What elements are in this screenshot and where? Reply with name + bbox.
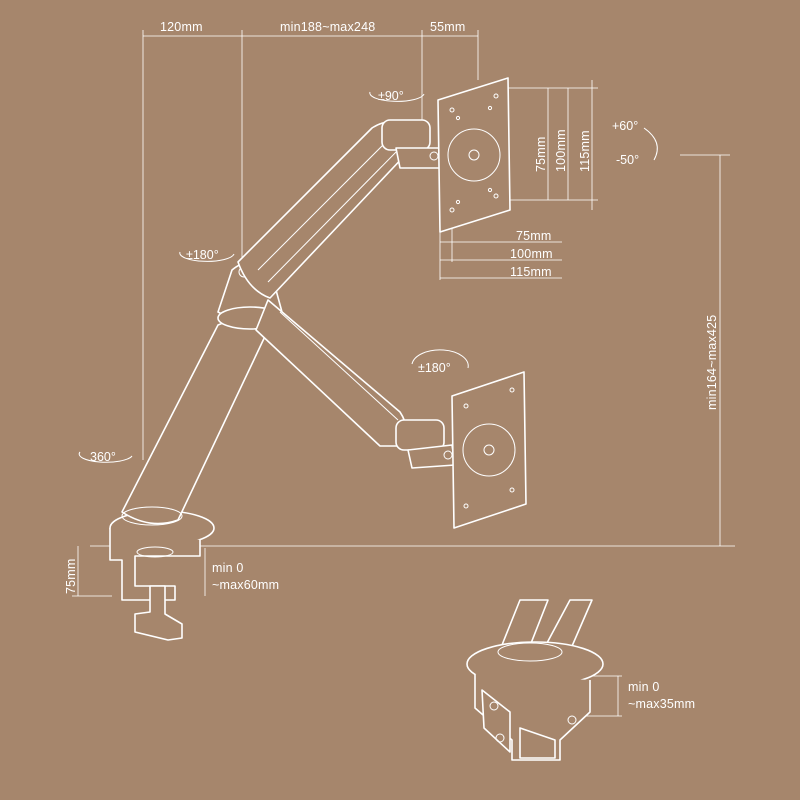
dim-top-middle: min188~max248: [280, 20, 375, 34]
rot-elbow: ±180°: [186, 248, 219, 262]
rot-head-swivel: ±90°: [378, 89, 404, 103]
rotation-arrows: [78, 91, 658, 463]
dim-vesa-h-115: 115mm: [510, 265, 552, 279]
dim-vesa-h-100: 100mm: [510, 247, 553, 261]
dim-top-left: 120mm: [160, 20, 203, 34]
rot-tilt-up: +60°: [612, 119, 638, 133]
dim-top-right: 55mm: [430, 20, 466, 34]
dim-vesa-v-115: 115mm: [578, 130, 592, 172]
dim-vesa-h-75: 75mm: [516, 229, 552, 243]
dim-clamp-range-max: ~max60mm: [212, 578, 279, 592]
dim-grommet-range-min: min 0: [628, 680, 660, 694]
lower-pole: [121, 320, 269, 525]
dim-height: min164~max425: [705, 315, 719, 410]
dim-vesa-v-100: 100mm: [554, 129, 568, 172]
upper-forearm: [237, 121, 409, 299]
dim-clamp-height: 75mm: [64, 558, 78, 594]
dimension-lines: [72, 30, 735, 717]
dim-clamp-range-min: min 0: [212, 561, 244, 575]
rot-lower-head: ±180°: [418, 361, 451, 375]
top-vesa-plate: [437, 77, 511, 233]
rot-tilt-down: -50°: [616, 153, 639, 167]
grommet-detail: [466, 599, 604, 761]
desk-clamp: [109, 510, 215, 641]
dim-grommet-range-max: ~max35mm: [628, 697, 695, 711]
lower-forearm: [255, 299, 407, 447]
top-head-joint: [381, 119, 441, 169]
lower-head-joint: [395, 419, 456, 469]
monitor-arm-illustration: [109, 77, 527, 641]
dim-vesa-v-75: 75mm: [534, 136, 548, 172]
rot-base: 360°: [90, 450, 116, 464]
lower-vesa-plate: [451, 371, 527, 529]
